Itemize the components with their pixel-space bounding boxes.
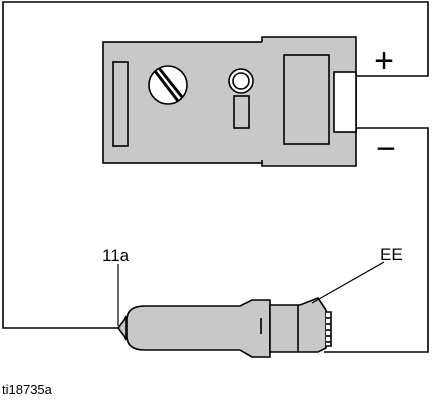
gun-connector xyxy=(326,312,331,346)
gun-nozzle xyxy=(118,316,126,340)
leader-ee xyxy=(312,262,384,303)
plus-sign: + xyxy=(374,42,394,80)
button-slot xyxy=(234,96,249,128)
meter-slot xyxy=(113,62,128,146)
gun-barrel xyxy=(127,300,270,357)
figure-id: ti18735a xyxy=(2,382,52,397)
callout-ee: EE xyxy=(380,245,403,264)
spray-gun xyxy=(118,298,331,357)
callout-11a: 11a xyxy=(102,246,130,265)
meter-display xyxy=(284,55,329,144)
terminal-block xyxy=(334,72,356,132)
minus-sign: − xyxy=(376,130,396,168)
megohmmeter xyxy=(103,37,356,166)
